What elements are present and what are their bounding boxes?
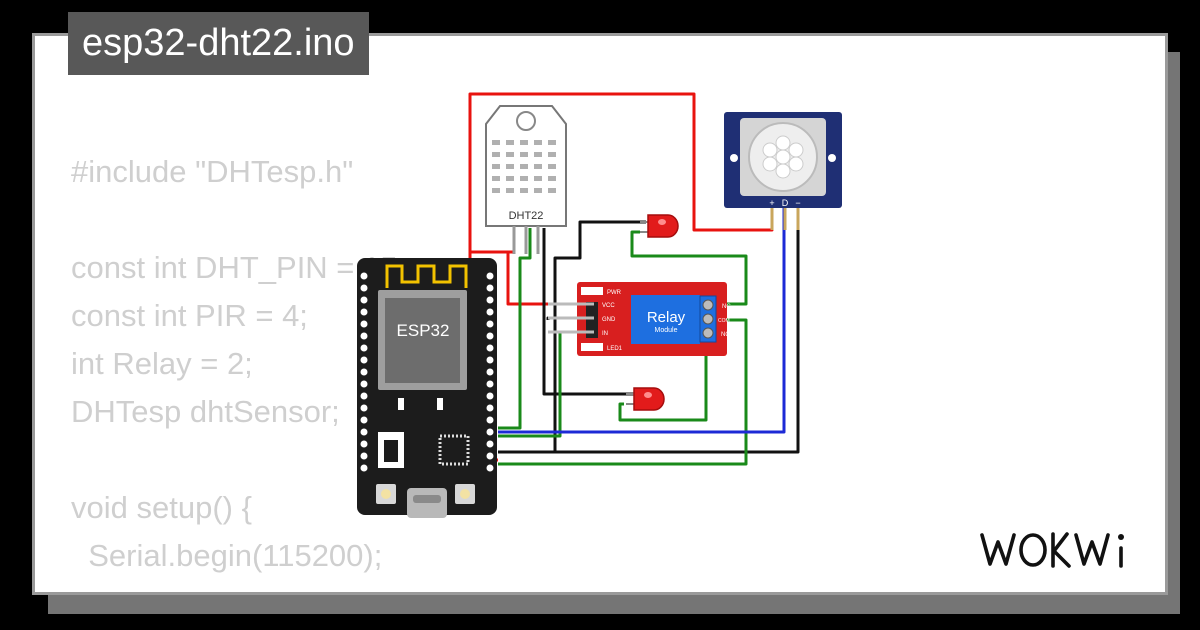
code-line: void setup() { — [71, 490, 252, 525]
relay-sublabel: Module — [655, 327, 678, 334]
dht22-label: DHT22 — [509, 210, 544, 222]
esp32-usb-chip — [438, 434, 470, 466]
code-line: Serial.begin(115200); — [71, 538, 383, 573]
esp32-antenna — [385, 264, 468, 288]
code-line: dhtSensor.setup(DHT_PIN, DHTesp::DHT22); — [71, 580, 717, 592]
project-title[interactable]: esp32-dht22.ino — [68, 12, 369, 75]
wire-green-relay-com[interactable] — [498, 318, 748, 466]
led-bottom[interactable] — [626, 387, 665, 411]
pir-pin-minus: − — [795, 198, 800, 208]
code-line: const int PIR = 4; — [71, 298, 308, 333]
wokwi-logo — [978, 522, 1146, 579]
relay-block — [631, 295, 700, 344]
esp32-pins — [360, 272, 494, 472]
esp32-board[interactable]: ESP32 — [357, 258, 497, 518]
relay-com-label: COM — [718, 318, 730, 324]
wire-black-pir-gnd[interactable] — [555, 200, 800, 454]
relay-gnd-label: GND — [602, 317, 616, 323]
dht22-sensor[interactable]: DHT22 — [485, 105, 567, 254]
esp32-smd-2 — [437, 398, 443, 410]
esp32-smd-1 — [398, 398, 404, 410]
relay-pins — [548, 302, 594, 334]
dht22-pins — [512, 226, 540, 254]
code-preview: #include "DHTesp.h" const int DHT_PIN = … — [71, 148, 717, 592]
pir-dome-facets — [762, 135, 804, 179]
wire-green-relay-in[interactable] — [498, 330, 580, 438]
pir-pin-plus: + — [769, 198, 774, 208]
relay-in-label: IN — [602, 331, 608, 337]
relay-label: Relay — [647, 309, 686, 326]
esp32-label: ESP32 — [397, 321, 450, 340]
code-line: int Relay = 2; — [71, 346, 253, 381]
relay-led1-label: LED1 — [607, 346, 623, 352]
wire-black-dht-gnd[interactable] — [542, 228, 636, 396]
relay-nc-label: NC — [722, 304, 731, 310]
wire-green-dht-data[interactable] — [498, 228, 532, 430]
pir-pin-d: D — [782, 198, 789, 208]
relay-module[interactable]: PWR LED1 VCC GND IN Relay Module NC COM … — [548, 282, 731, 356]
relay-vcc-label: VCC — [602, 303, 615, 309]
relay-pwr-label: PWR — [607, 290, 622, 296]
code-line: DHTesp dhtSensor; — [71, 394, 340, 429]
wire-green-led1[interactable] — [630, 230, 748, 306]
relay-led1 — [581, 343, 603, 351]
relay-no-label: NO — [721, 332, 730, 338]
relay-pwr-led — [581, 287, 603, 295]
wire-black-led1-gnd[interactable] — [498, 220, 646, 454]
led-top[interactable] — [640, 214, 679, 238]
code-line: #include "DHTesp.h" — [71, 154, 354, 189]
pir-pins — [770, 208, 800, 230]
wire-blue-pir-data[interactable] — [498, 200, 786, 434]
dht22-vents — [492, 140, 556, 193]
pir-sensor[interactable]: + D − — [724, 112, 842, 230]
